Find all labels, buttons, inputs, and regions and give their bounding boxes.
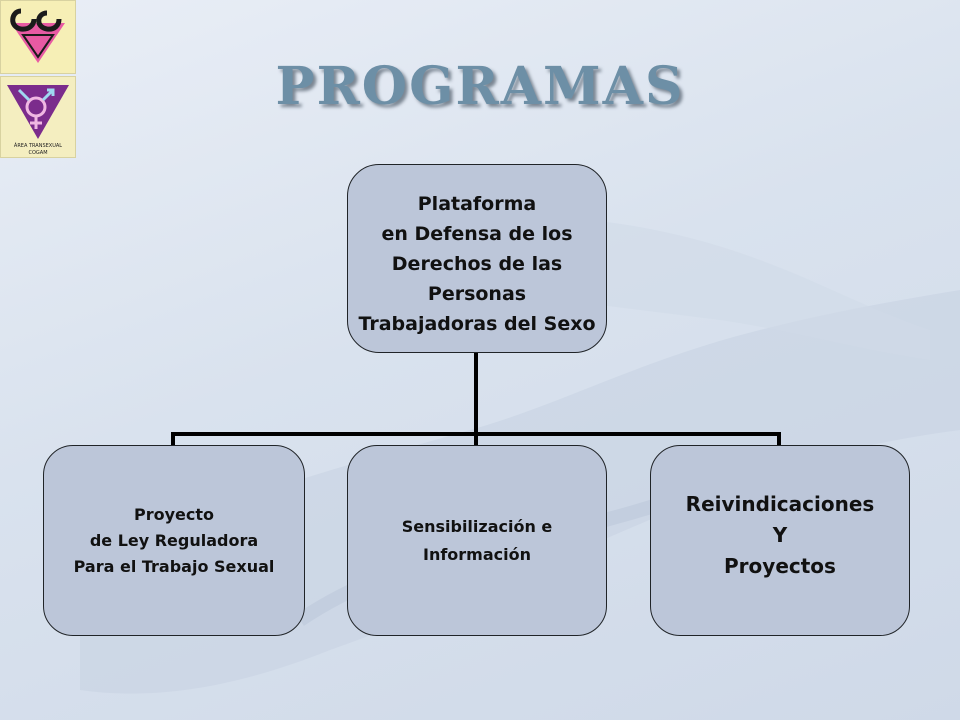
child-node-label: Proyecto de Ley Reguladora Para el Traba…: [73, 504, 275, 576]
cogam-small-text: COGAM: [28, 150, 47, 156]
area-transexual-logo: ÁREA TRANSEXUAL COGAM: [0, 76, 76, 158]
cogam-logo: [0, 0, 76, 74]
child-node-sensibilizacion: Sensibilización e Información: [347, 445, 607, 636]
child-node-proyecto-ley: Proyecto de Ley Reguladora Para el Traba…: [43, 445, 305, 636]
root-node-plataforma: Plataforma en Defensa de los Derechos de…: [347, 164, 607, 353]
transgender-symbol-icon: ÁREA TRANSEXUAL COGAM: [7, 85, 69, 156]
cogam-logo-icon: [10, 8, 65, 63]
page-title: PROGRAMAS: [275, 56, 685, 117]
root-node-label: Plataforma en Defensa de los Derechos de…: [358, 192, 596, 335]
child-node-label: Sensibilización e Información: [401, 516, 553, 564]
area-transexual-logo-text: ÁREA TRANSEXUAL: [14, 142, 62, 149]
child-node-label: Reivindicaciones Y Proyectos: [685, 492, 875, 578]
child-node-reivindicaciones: Reivindicaciones Y Proyectos: [650, 445, 910, 636]
